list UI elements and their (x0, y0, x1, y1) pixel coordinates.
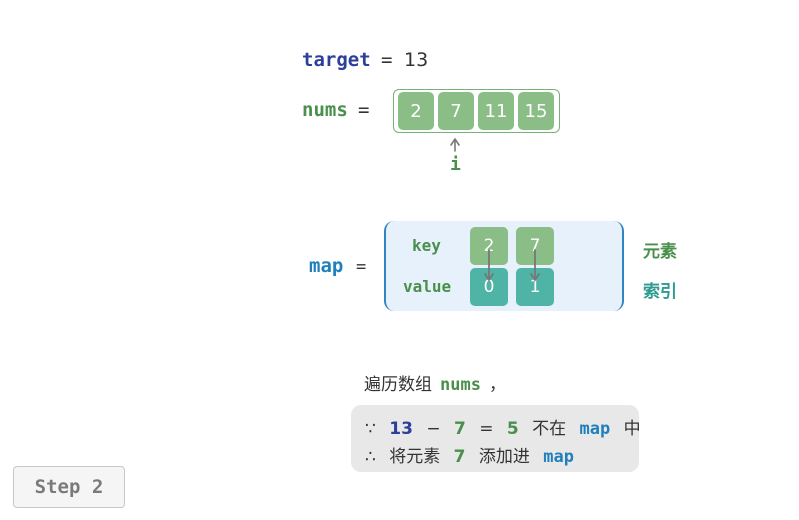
equals-symbol: = (479, 419, 494, 439)
nums-cell: 11 (478, 92, 514, 130)
key-value-arrows (484, 249, 540, 282)
target-value: 13 (404, 49, 429, 71)
pointer-arrow-icon (450, 138, 460, 152)
not-in-text: 不在 (532, 419, 567, 439)
minus-symbol: − (426, 419, 441, 439)
pointer-label: i (450, 154, 461, 175)
into-text: 添加进 (478, 447, 530, 467)
add-text: 将元素 (389, 447, 441, 467)
therefore-symbol: ∴ (365, 447, 376, 467)
caption-var: nums (440, 375, 481, 395)
target-number: 13 (389, 419, 413, 439)
nums-label: nums (302, 99, 348, 121)
iteration-caption: 遍历数组 nums ， (364, 370, 506, 395)
complement-number: 5 (506, 419, 519, 439)
target-label: target (302, 49, 371, 71)
step-button[interactable]: Step 2 (13, 466, 125, 508)
nums-cell: 7 (438, 92, 474, 130)
reason-line-1: ∵ 13 − 7 = 5 不在 map 中 (365, 414, 649, 439)
legend-element: 元素 (643, 242, 677, 262)
nums-equals: = (358, 99, 370, 121)
current-number: 7 (453, 419, 466, 439)
reasoning-box (351, 405, 639, 472)
map-ref: map (579, 419, 611, 439)
map-key-label: key (412, 236, 441, 255)
added-number: 7 (453, 447, 466, 467)
nums-cell: 15 (518, 92, 554, 130)
reason-line-2: ∴ 将元素 7 添加进 map (365, 442, 582, 467)
map-value-label: value (403, 277, 452, 296)
in-text: 中 (623, 419, 641, 439)
map-label: map (309, 255, 344, 277)
map-ref: map (543, 447, 575, 467)
caption-prefix: 遍历数组 (364, 375, 432, 395)
legend-index: 索引 (643, 282, 677, 302)
because-symbol: ∵ (365, 419, 376, 439)
nums-cell: 2 (398, 92, 434, 130)
map-equals: = (356, 257, 367, 277)
target-equals: = (381, 49, 393, 71)
caption-suffix: ， (488, 375, 506, 395)
